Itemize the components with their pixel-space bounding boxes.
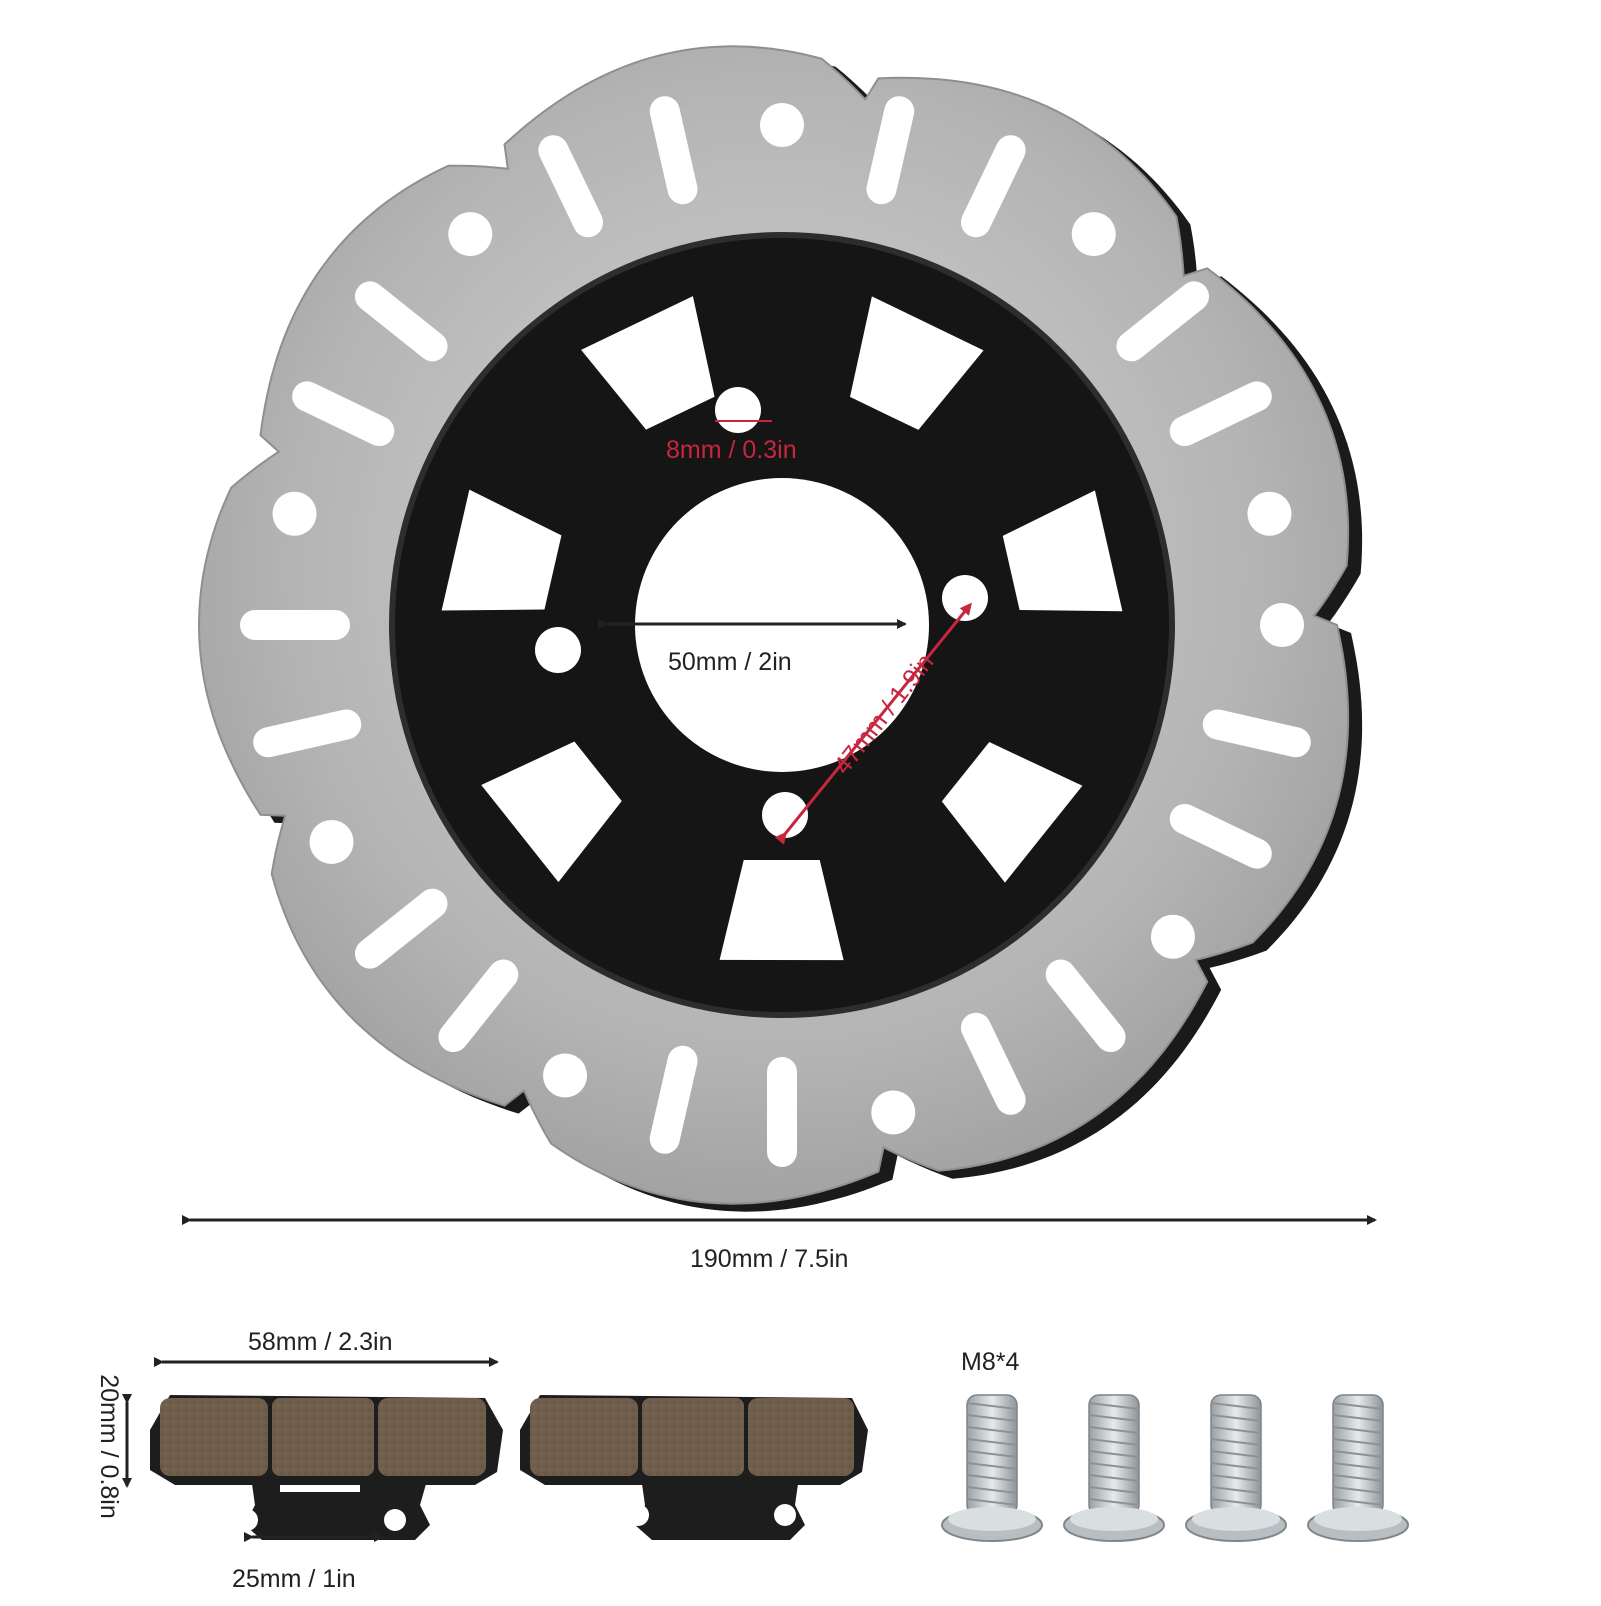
disc-diameter-label: 190mm / 7.5in [690, 1245, 849, 1273]
bolt-thread [1332, 1462, 1384, 1470]
bolt-thread [1210, 1474, 1262, 1482]
bolt-thread [1332, 1486, 1384, 1494]
bolt [941, 1394, 1043, 1542]
bolt-thread [1088, 1438, 1140, 1446]
mounting-hole [942, 575, 988, 621]
carrier-window [719, 859, 844, 961]
mounting-hole [535, 627, 581, 673]
vent-slot [649, 1045, 698, 1154]
bolt-thread [1088, 1414, 1140, 1422]
bolt-thread [1332, 1474, 1384, 1482]
vent-slot [1045, 959, 1126, 1053]
vent-hole [272, 491, 317, 536]
vent-hole [309, 819, 354, 864]
vent-hole [1150, 914, 1195, 959]
bolt-thread [966, 1486, 1018, 1494]
bolt-thread [1332, 1414, 1384, 1422]
vent-slot [960, 1012, 1026, 1115]
carrier-window [581, 296, 715, 430]
vent-slot [960, 135, 1026, 238]
bolt-head-top [1192, 1507, 1280, 1531]
bolt-thread [966, 1402, 1018, 1410]
bolt-thread [966, 1426, 1018, 1434]
bolt-thread [1210, 1450, 1262, 1458]
brake-disc [197, 45, 1363, 1212]
bolt-thread [1210, 1402, 1262, 1410]
brake-pads [150, 1395, 868, 1540]
carrier-window [850, 296, 984, 430]
bolt-thread [1332, 1438, 1384, 1446]
carrier-window [1002, 490, 1123, 612]
vent-hole [1260, 603, 1304, 647]
vent-slot [1169, 381, 1272, 447]
vent-slot [538, 135, 604, 238]
bolt-thread [966, 1474, 1018, 1482]
vent-slot [240, 610, 350, 640]
bolt-thread [966, 1450, 1018, 1458]
bolt-thread [1332, 1498, 1384, 1506]
bolt-thread [966, 1462, 1018, 1470]
hole-diameter-label: 8mm / 0.3in [666, 436, 797, 464]
bolt-spacing-dimension-line [774, 602, 972, 845]
vent-slot [866, 96, 915, 205]
bolt-thread [1210, 1498, 1262, 1506]
vent-hole [543, 1053, 588, 1098]
bolt [1063, 1394, 1165, 1542]
brake-pad-right [520, 1395, 868, 1540]
bolt-thread [966, 1438, 1018, 1446]
pad-width-label: 58mm / 2.3in [248, 1328, 393, 1356]
bolt-thread [1210, 1438, 1262, 1446]
bolt-head-top [1070, 1507, 1158, 1531]
bolt-thread [1088, 1402, 1140, 1410]
bolt-head-top [1314, 1507, 1402, 1531]
vent-slot [649, 96, 698, 205]
bolt-count-label: M8*4 [961, 1348, 1020, 1376]
bolt-thread [1088, 1462, 1140, 1470]
pad-tab-spacing-label: 25mm / 1in [232, 1565, 356, 1593]
vent-slot [1202, 709, 1311, 758]
bolt-set [941, 1394, 1409, 1542]
bolt-thread [966, 1414, 1018, 1422]
carrier-rim [389, 232, 1175, 1018]
vent-slot [354, 888, 448, 969]
vent-slot [253, 709, 362, 758]
bolt-thread [1332, 1402, 1384, 1410]
vent-hole [1071, 212, 1116, 257]
carrier-window [441, 489, 562, 611]
vent-hole [448, 212, 493, 257]
pad-height-label: 20mm / 0.8in [94, 1374, 123, 1519]
carrier-window [481, 741, 622, 883]
bore-diameter-label: 50mm / 2in [668, 648, 792, 676]
vent-slot [1169, 803, 1272, 869]
bolt-thread [1088, 1474, 1140, 1482]
mounting-hole [715, 387, 761, 433]
vent-hole [760, 103, 804, 147]
bolt-thread [1088, 1498, 1140, 1506]
bolt-thread [1332, 1450, 1384, 1458]
bolt-thread [1088, 1486, 1140, 1494]
brake-pad-left [150, 1395, 503, 1540]
bolt-head-top [948, 1507, 1036, 1531]
vent-slot [354, 281, 448, 362]
carrier-window [941, 742, 1083, 883]
vent-hole [1247, 491, 1292, 536]
vent-slot [1116, 281, 1210, 362]
vent-slot [438, 959, 519, 1053]
vent-slot [292, 381, 395, 447]
bolt-thread [1210, 1426, 1262, 1434]
bolt-thread [966, 1498, 1018, 1506]
vent-hole [871, 1090, 916, 1135]
bolt-thread [1088, 1450, 1140, 1458]
bolt-thread [1088, 1426, 1140, 1434]
bolt-thread [1332, 1426, 1384, 1434]
bolt-thread [1210, 1414, 1262, 1422]
bolt-thread [1210, 1462, 1262, 1470]
bolt-thread [1210, 1486, 1262, 1494]
bolt [1307, 1394, 1409, 1542]
vent-slot [767, 1057, 797, 1167]
bolt [1185, 1394, 1287, 1542]
